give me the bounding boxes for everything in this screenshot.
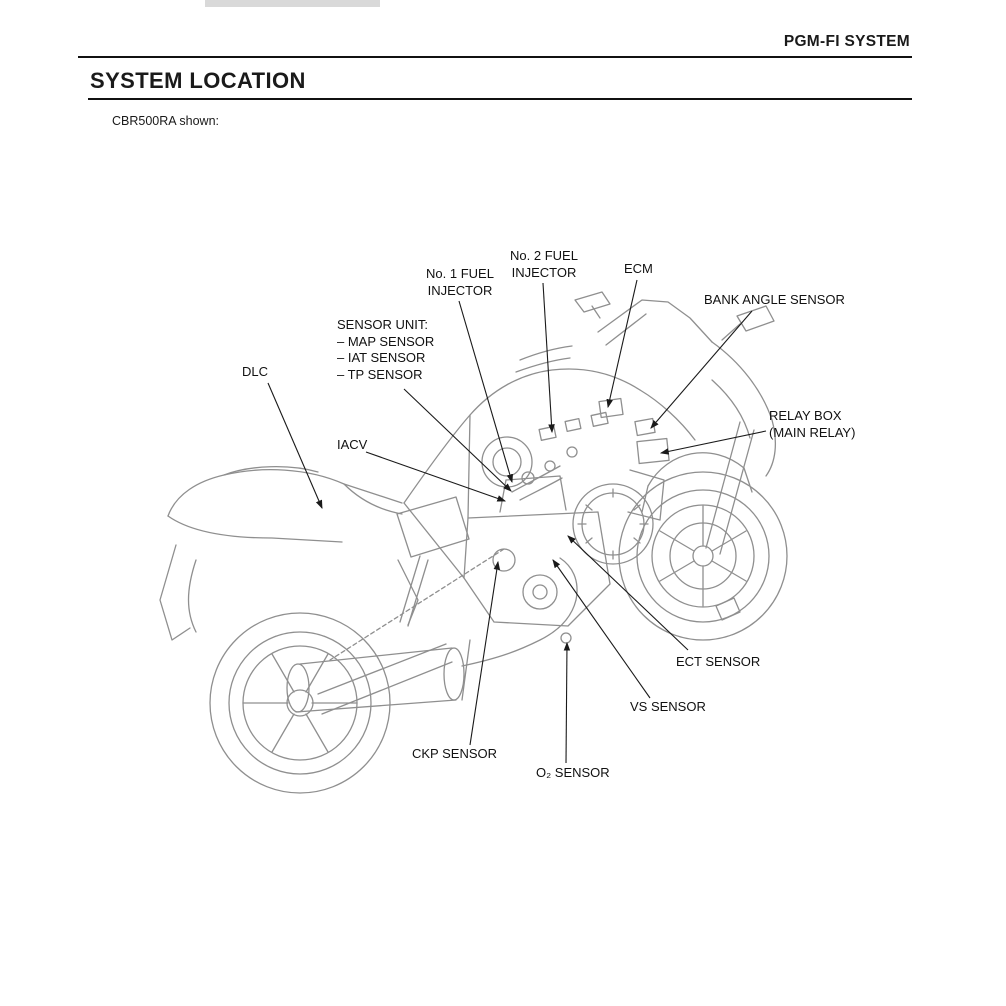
label-ect-sensor: ECT SENSOR bbox=[676, 654, 761, 669]
bike-line-art bbox=[159, 291, 788, 794]
label-dlc: DLC bbox=[242, 364, 269, 379]
label-relay-box: RELAY BOX (MAIN RELAY) bbox=[769, 408, 856, 440]
leader-vs-sensor bbox=[552, 559, 651, 699]
label-iacv: IACV bbox=[337, 437, 368, 452]
leader-sensor-unit bbox=[403, 388, 512, 492]
leader-dlc bbox=[267, 382, 323, 510]
label-sensor-unit: SENSOR UNIT: – MAP SENSOR – IAT SENSOR –… bbox=[337, 317, 435, 382]
page-title: SYSTEM LOCATION bbox=[90, 68, 306, 93]
label-ckp-sensor: CKP SENSOR bbox=[412, 746, 498, 761]
header-title: PGM-FI SYSTEM bbox=[783, 33, 910, 50]
label-bank-angle-sensor: BANK ANGLE SENSOR bbox=[704, 292, 845, 307]
label-no1-fuel-injector: No. 1 FUEL INJECTOR bbox=[426, 266, 494, 298]
leader-no1-fuel-injector bbox=[458, 300, 514, 484]
title-divider bbox=[88, 98, 912, 100]
leader-ckp-sensor bbox=[469, 560, 501, 746]
leader-lines bbox=[267, 279, 767, 764]
header-divider bbox=[78, 56, 912, 58]
label-o2-sensor: O₂ SENSOR bbox=[536, 765, 610, 780]
label-vs-sensor: VS SENSOR bbox=[630, 699, 706, 714]
leader-o2-sensor bbox=[563, 641, 571, 764]
leader-ecm bbox=[606, 279, 638, 409]
leader-relay-box bbox=[659, 430, 767, 455]
label-no2-fuel-injector: No. 2 FUEL INJECTOR bbox=[510, 248, 578, 280]
scan-artifact bbox=[205, 0, 380, 7]
label-ecm: ECM bbox=[624, 261, 653, 276]
leader-iacv bbox=[365, 451, 507, 502]
model-caption: CBR500RA shown: bbox=[112, 114, 220, 128]
leader-ect-sensor bbox=[567, 535, 689, 651]
leader-bank-angle-sensor bbox=[650, 310, 753, 429]
leader-no2-fuel-injector bbox=[542, 282, 555, 434]
